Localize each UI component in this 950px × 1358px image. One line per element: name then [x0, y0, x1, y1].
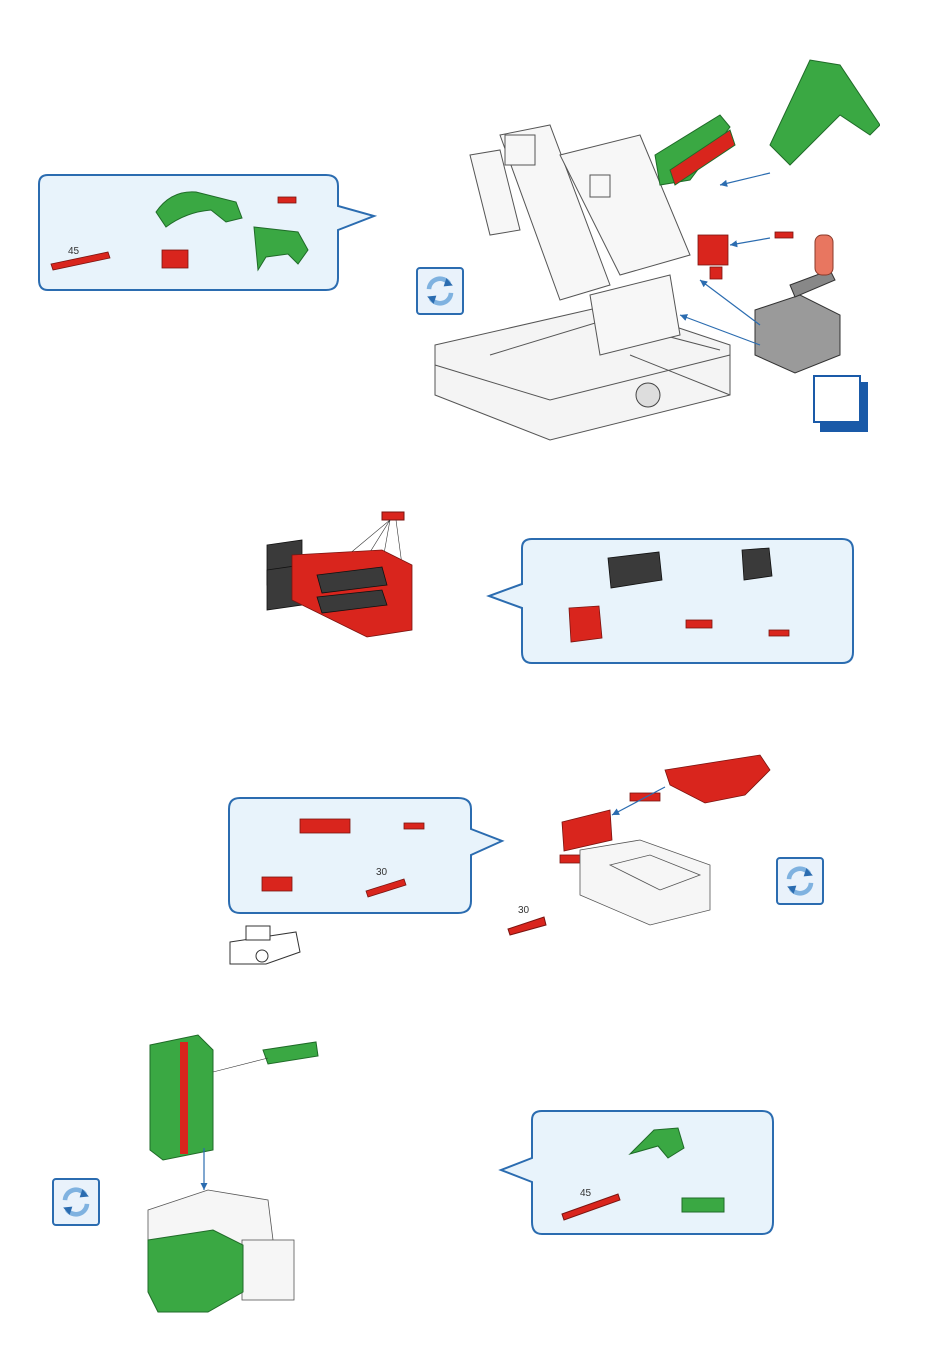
- red-stripe: [180, 1042, 188, 1154]
- red-black-block-assembly: [262, 505, 422, 650]
- rotate-icon-3[interactable]: [52, 1178, 100, 1226]
- red-small-clip-part: [769, 630, 789, 636]
- rod-length-label: 30: [376, 867, 388, 878]
- step-number-box: [812, 374, 872, 439]
- parts-callout-3: 30: [226, 795, 506, 924]
- outline-shape-part: [226, 922, 306, 975]
- red-flat-plate-part: [300, 819, 350, 833]
- red-connector-part: [162, 250, 188, 268]
- dark-small-block-part: [742, 548, 772, 580]
- rotate-icon-2[interactable]: [776, 857, 824, 905]
- red-clip-part: [278, 197, 296, 203]
- parts-callout-4: 45: [498, 1108, 778, 1243]
- green-rails: [655, 60, 880, 185]
- red-square-block-part: [569, 606, 602, 642]
- red-clip-part: [404, 823, 424, 829]
- rod-length-label: 30: [518, 905, 530, 916]
- green-lower-part: [148, 1230, 243, 1312]
- base-plates: [435, 305, 730, 440]
- parts-callout-1: 45: [36, 172, 381, 299]
- red-white-assembly: 30: [500, 745, 785, 945]
- red-flat-clip-part: [686, 620, 712, 628]
- parts-callout-2: [484, 536, 859, 673]
- green-flat-plate-part: [682, 1198, 724, 1212]
- gear: [636, 383, 660, 407]
- green-column-assembly: [138, 1030, 328, 1335]
- red-tower-parts: [698, 232, 793, 279]
- rod-length-label: 45: [580, 1188, 592, 1199]
- crank-handle: [755, 235, 840, 373]
- red-block-part: [262, 877, 292, 891]
- rod-length-label: 45: [68, 246, 80, 257]
